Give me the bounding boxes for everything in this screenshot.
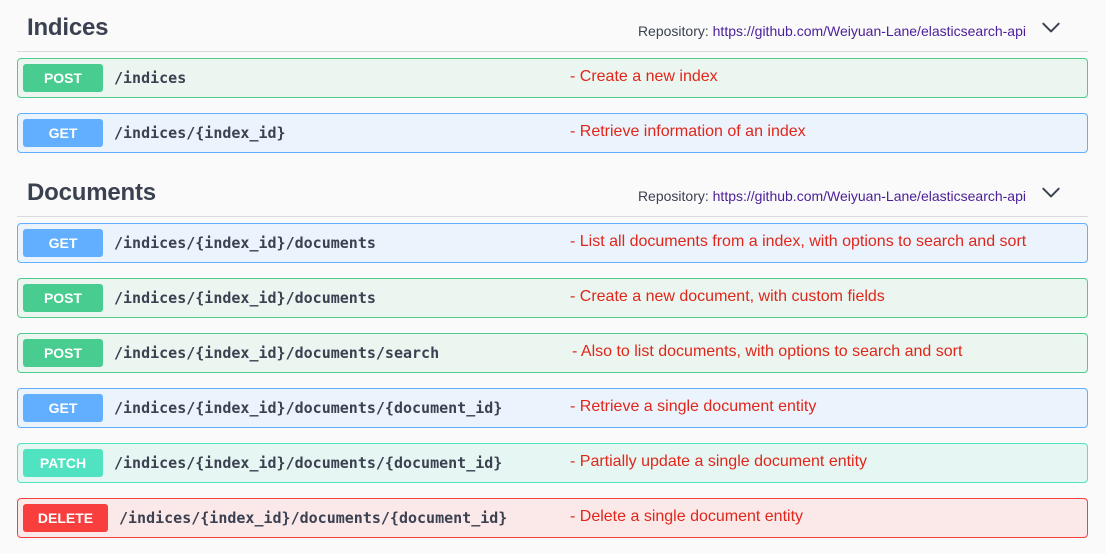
chevron-down-icon[interactable] bbox=[1040, 16, 1062, 38]
repository-info: Repository: https://github.com/Weiyuan-L… bbox=[638, 23, 1026, 39]
operation-description: - Partially update a single document ent… bbox=[570, 453, 868, 470]
chevron-down-icon[interactable] bbox=[1040, 181, 1062, 203]
operation-description: - Also to list documents, with options t… bbox=[572, 343, 963, 360]
method-badge: POST bbox=[23, 339, 103, 367]
operation-description: - Retrieve a single document entity bbox=[570, 398, 817, 415]
section-header-documents[interactable]: Documents Repository: https://github.com… bbox=[17, 179, 1088, 217]
operation-path: /indices bbox=[114, 69, 187, 87]
section-title: Indices bbox=[27, 14, 109, 41]
operation-post-documents-search[interactable]: POST /indices/{index_id}/documents/searc… bbox=[17, 333, 1088, 373]
method-badge: POST bbox=[23, 284, 103, 312]
repository-info: Repository: https://github.com/Weiyuan-L… bbox=[638, 188, 1026, 204]
method-badge: PATCH bbox=[23, 449, 103, 477]
operation-post-indices[interactable]: POST /indices - Create a new index bbox=[17, 58, 1088, 98]
operation-path: /indices/{index_id} bbox=[114, 124, 286, 142]
method-badge: POST bbox=[23, 64, 103, 92]
repository-label: Repository: bbox=[637, 23, 713, 39]
method-badge: GET bbox=[23, 394, 103, 422]
method-badge: GET bbox=[23, 119, 103, 147]
operation-get-documents[interactable]: GET /indices/{index_id}/documents - List… bbox=[17, 223, 1088, 263]
operation-get-document[interactable]: GET /indices/{index_id}/documents/{docum… bbox=[17, 388, 1088, 428]
operation-path: /indices/{index_id}/documents/{document_… bbox=[114, 399, 503, 417]
operation-get-index[interactable]: GET /indices/{index_id} - Retrieve infor… bbox=[17, 113, 1088, 153]
operation-path: /indices/{index_id}/documents/{document_… bbox=[119, 509, 508, 527]
operation-delete-document[interactable]: DELETE /indices/{index_id}/documents/{do… bbox=[17, 498, 1088, 538]
repository-link[interactable]: https://github.com/Weiyuan-Lane/elastics… bbox=[712, 23, 1026, 39]
operation-description: - Retrieve information of an index bbox=[570, 123, 806, 140]
method-badge: GET bbox=[23, 229, 103, 257]
operation-path: /indices/{index_id}/documents bbox=[114, 234, 376, 252]
operation-post-documents[interactable]: POST /indices/{index_id}/documents - Cre… bbox=[17, 278, 1088, 318]
repository-link[interactable]: https://github.com/Weiyuan-Lane/elastics… bbox=[712, 188, 1026, 204]
method-badge: DELETE bbox=[23, 504, 108, 532]
section-header-indices[interactable]: Indices Repository: https://github.com/W… bbox=[17, 14, 1088, 52]
operation-path: /indices/{index_id}/documents/{document_… bbox=[114, 454, 503, 472]
operation-path: /indices/{index_id}/documents/search bbox=[114, 344, 440, 362]
repository-label: Repository: bbox=[637, 188, 713, 204]
operation-path: /indices/{index_id}/documents bbox=[114, 289, 376, 307]
operation-description: - Create a new index bbox=[570, 68, 718, 85]
operation-patch-document[interactable]: PATCH /indices/{index_id}/documents/{doc… bbox=[17, 443, 1088, 483]
operation-description: - Delete a single document entity bbox=[570, 508, 804, 525]
section-title: Documents bbox=[27, 179, 156, 206]
operation-description: - Create a new document, with custom fie… bbox=[570, 288, 885, 305]
operation-description: - List all documents from a index, with … bbox=[570, 233, 1027, 250]
